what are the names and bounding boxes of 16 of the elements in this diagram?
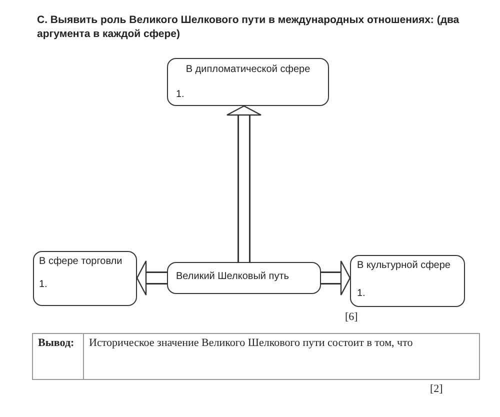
list-number: 1. [176,89,184,101]
block-arrow [136,260,167,296]
conclusion-prompt: Историческое значение Великого Шелкового пути состоит в том, что [89,337,413,350]
block-arrow [226,105,262,262]
box-heading: В культурной сфере [357,260,450,272]
list-number: 1. [357,288,366,300]
box-heading: Великий Шелковый путь [176,271,289,283]
box-heading: В сфере торговли [39,256,122,268]
box-heading: В дипломатической сфере [184,64,312,76]
conclusion-heading: Вывод: [38,337,74,350]
task-heading: C. Выявить роль Великого Шелкового пути в международных отношениях: (два аргумента в каждой сфере) [37,13,460,41]
list-number: 1. [39,279,48,291]
silk-road-box [167,262,321,294]
score-mark: [6] [345,311,358,324]
block-arrow [321,260,351,296]
score-mark: [2] [430,383,443,396]
